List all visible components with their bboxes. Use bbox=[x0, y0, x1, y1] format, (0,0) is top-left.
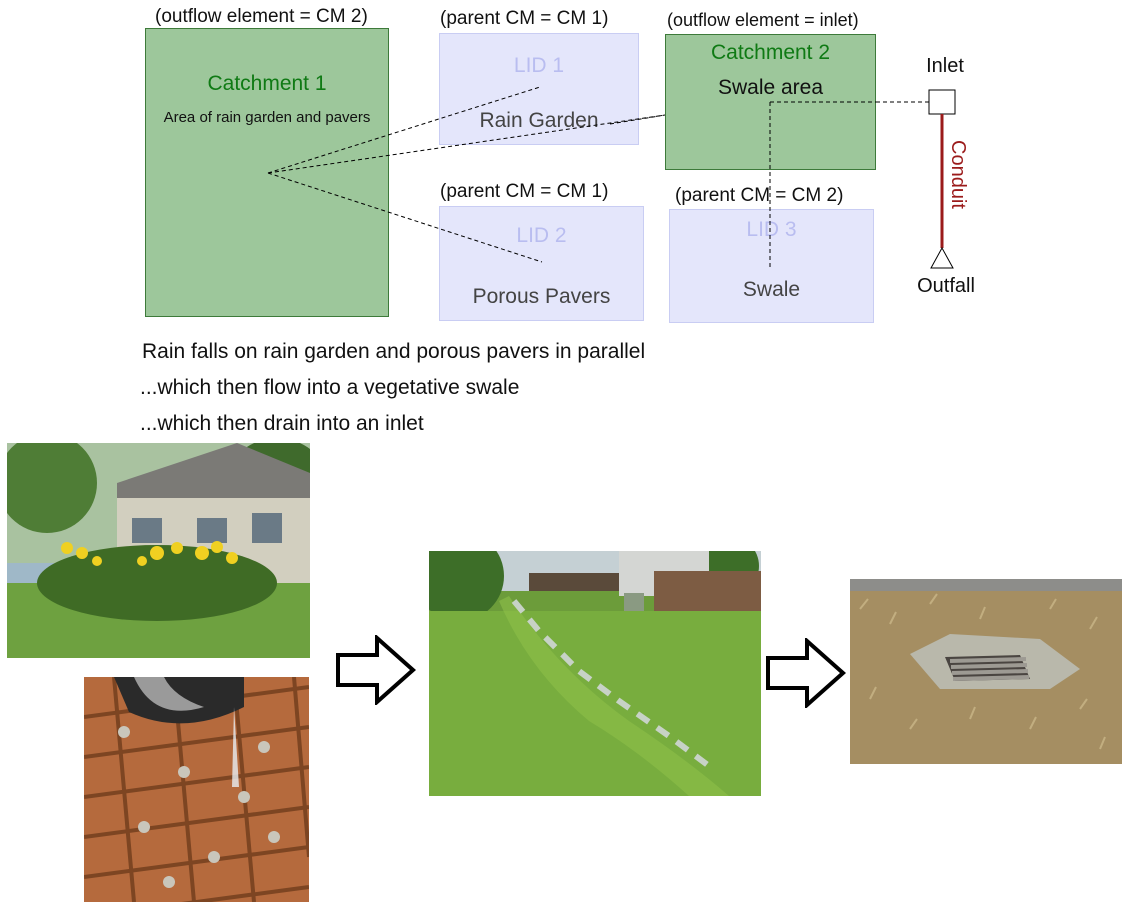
catchment1-subtitle: Area of rain garden and pavers bbox=[163, 109, 371, 126]
note-line-2: ...which then flow into a vegetative swa… bbox=[140, 376, 520, 399]
rain-garden-photo bbox=[7, 443, 310, 658]
lid1-name: Rain Garden bbox=[479, 109, 599, 132]
catchment1-box: Catchment 1 Area of rain garden and pave… bbox=[145, 28, 389, 317]
porous-pavers-photo bbox=[84, 677, 309, 902]
outfall-node bbox=[930, 246, 954, 269]
note-line-1: Rain falls on rain garden and porous pav… bbox=[142, 340, 646, 363]
connector-cm1-cm2 bbox=[267, 114, 666, 174]
catchment1-title: Catchment 1 bbox=[207, 72, 327, 95]
catchment2-title: Catchment 2 bbox=[710, 41, 831, 64]
lid3-name: Swale bbox=[742, 278, 801, 301]
vegetative-swale-photo bbox=[429, 551, 761, 796]
lid1-caption: (parent CM = CM 1) bbox=[440, 8, 609, 29]
lid2-box: LID 2 Porous Pavers bbox=[439, 206, 644, 321]
lid3-title: LID 3 bbox=[746, 218, 797, 241]
catchment2-subtitle: Swale area bbox=[717, 76, 824, 99]
lid2-name: Porous Pavers bbox=[472, 285, 611, 308]
lid3-caption: (parent CM = CM 2) bbox=[675, 185, 844, 206]
lid2-caption: (parent CM = CM 1) bbox=[440, 181, 609, 202]
catchment2-caption: (outflow element = inlet) bbox=[667, 10, 859, 30]
catchment1-caption: (outflow element = CM 2) bbox=[155, 6, 368, 27]
lid3-box: LID 3 Swale bbox=[669, 209, 874, 323]
storm-inlet-photo bbox=[850, 579, 1122, 764]
connector-cm1-lid1 bbox=[267, 86, 541, 174]
lid1-title: LID 1 bbox=[513, 54, 565, 77]
connector-lid1-cm2 bbox=[609, 114, 666, 125]
flow-arrow-icon bbox=[766, 638, 847, 708]
lid2-title: LID 2 bbox=[516, 224, 567, 247]
inlet-label: Inlet bbox=[926, 55, 964, 77]
connector-cm1-lid2 bbox=[267, 172, 543, 263]
conduit-label: Conduit bbox=[947, 140, 969, 209]
note-line-3: ...which then drain into an inlet bbox=[140, 412, 424, 435]
outfall-label: Outfall bbox=[917, 275, 975, 297]
inlet-node bbox=[928, 89, 956, 115]
lid1-box: LID 1 Rain Garden bbox=[439, 33, 639, 145]
flow-arrow-icon bbox=[336, 635, 417, 705]
flow-connectors: Inlet Outfall Conduit bbox=[267, 55, 975, 297]
